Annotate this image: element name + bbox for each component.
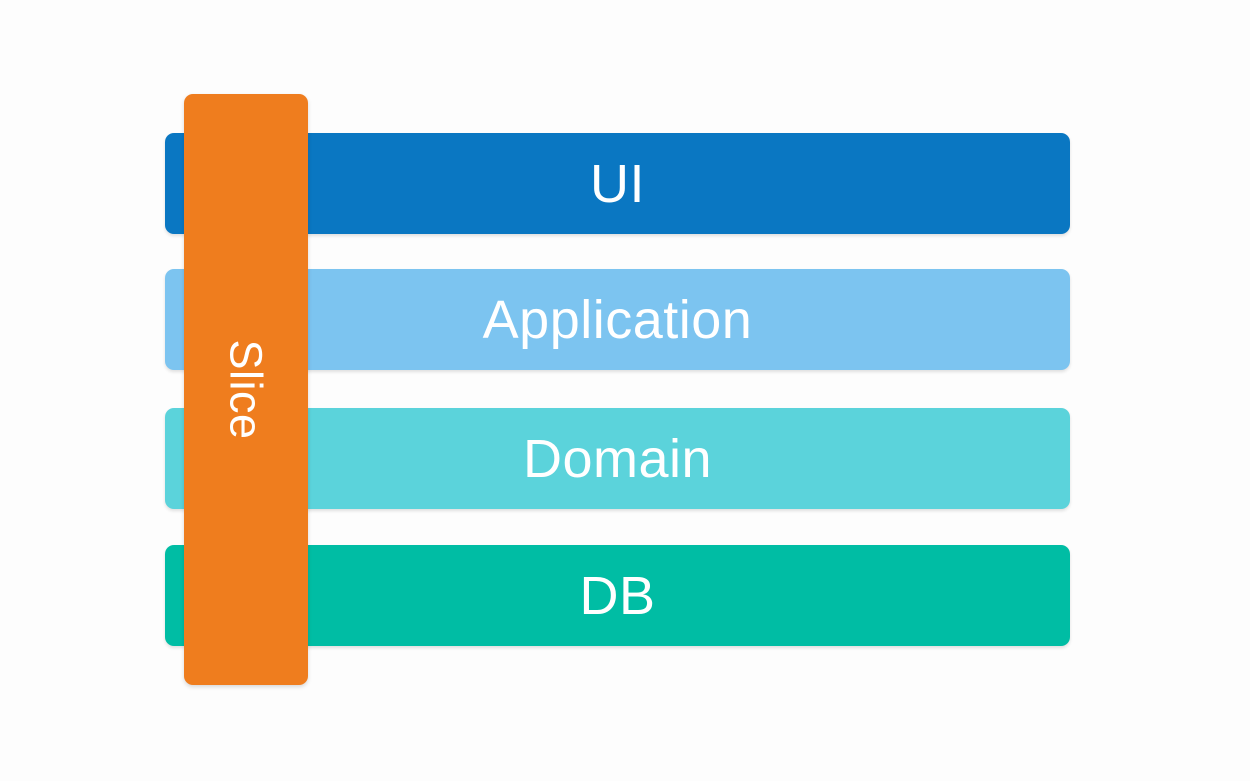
layer-ui-label: UI bbox=[590, 153, 645, 214]
slice-bar-label: Slice bbox=[220, 339, 272, 440]
layer-domain-label: Domain bbox=[522, 428, 713, 489]
layer-ui: UI bbox=[165, 133, 1070, 234]
layer-db: DB bbox=[165, 545, 1070, 646]
layer-application: Application bbox=[165, 269, 1070, 370]
layer-application-label: Application bbox=[482, 289, 753, 350]
layer-domain: Domain bbox=[165, 408, 1070, 509]
layer-db-label: DB bbox=[579, 565, 656, 626]
slice-bar: Slice bbox=[184, 94, 308, 685]
